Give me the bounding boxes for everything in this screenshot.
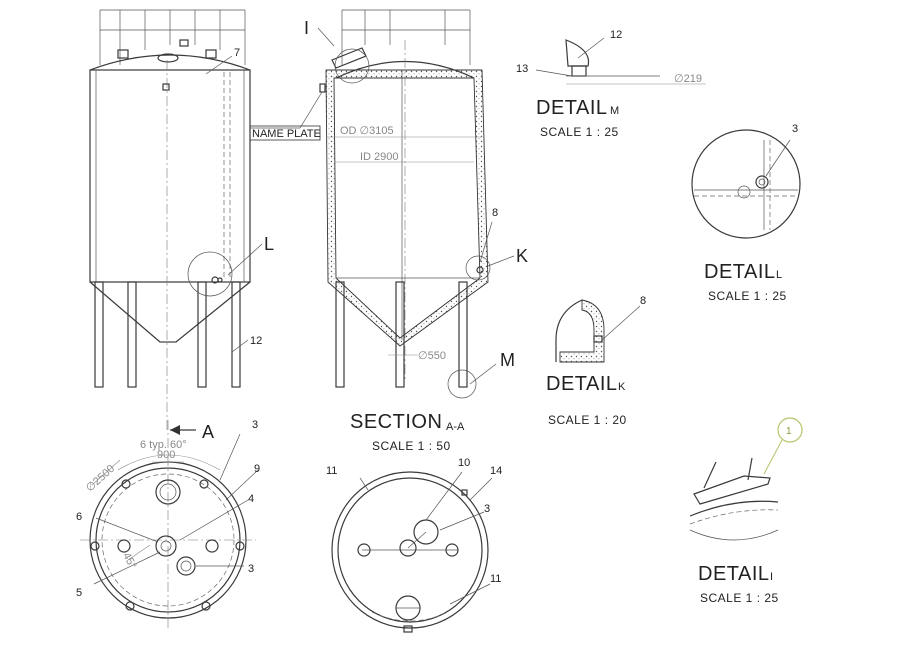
- text-layer: SECTION A-A SCALE 1 : 50 A DETAIL M SCAL…: [76, 18, 798, 605]
- detail-m-title: DETAIL: [536, 97, 608, 119]
- section-view: [250, 9, 491, 399]
- detail-i-marker: [334, 48, 370, 84]
- callout-12-front: 12: [250, 335, 262, 347]
- platform-railing: [99, 9, 246, 65]
- top-view: [80, 420, 256, 630]
- callout-m: M: [500, 350, 515, 370]
- detail-k-scale: SCALE 1 : 20: [548, 413, 627, 427]
- detail-k-suffix: K: [618, 381, 626, 393]
- callout-12-m: 12: [610, 29, 622, 41]
- detail-i-scale: SCALE 1 : 25: [700, 591, 779, 605]
- callout-9-top: 9: [254, 463, 260, 475]
- dim-typ60: 6 typ. 60°: [140, 439, 187, 451]
- callout-11-a: 11: [326, 465, 337, 477]
- section-scale: SCALE 1 : 50: [372, 439, 451, 453]
- dim-a45: 45°: [120, 551, 138, 571]
- callout-8-k: 8: [640, 295, 646, 307]
- callout-3-l: 3: [792, 123, 798, 135]
- section-arrow-a: [170, 425, 196, 435]
- callout-5-top: 5: [76, 587, 82, 599]
- dim-d550: ∅550: [418, 350, 446, 362]
- support-legs: [94, 281, 241, 388]
- callout-13-m: 13: [516, 63, 528, 75]
- detail-k-title: DETAIL: [546, 373, 618, 395]
- detail-k-marker: [465, 255, 491, 281]
- detail-l-suffix: L: [776, 269, 782, 281]
- dim-d219: ∅219: [674, 73, 702, 85]
- balloon-1-label: 1: [786, 426, 792, 437]
- callout-3-top-b: 3: [248, 563, 254, 575]
- bottom-view: [331, 471, 489, 633]
- detail-l-scale: SCALE 1 : 25: [708, 289, 787, 303]
- dim-d2500: ∅2500: [84, 463, 117, 495]
- callout-k: K: [516, 246, 528, 266]
- dim-od: OD ∅3105: [340, 125, 394, 137]
- name-plate-label: NAME PLATE: [252, 128, 321, 140]
- detail-k: [555, 299, 641, 363]
- callout-4-top: 4: [248, 493, 254, 505]
- section-arrow-label: A: [202, 422, 214, 442]
- detail-m-marker: [447, 369, 477, 399]
- detail-l-title: DETAIL: [704, 261, 776, 283]
- section-suffix: A-A: [446, 421, 465, 433]
- callout-10: 10: [458, 457, 470, 469]
- detail-l-marker: [187, 251, 233, 297]
- callout-7: 7: [234, 47, 240, 59]
- detail-i-suffix: I: [770, 571, 773, 583]
- detail-i: [689, 417, 803, 541]
- detail-m-scale: SCALE 1 : 25: [540, 125, 619, 139]
- detail-m-suffix: M: [610, 105, 619, 117]
- callout-14: 14: [490, 465, 502, 477]
- section-railing: [341, 9, 471, 65]
- callout-6-top: 6: [76, 511, 82, 523]
- callout-i: I: [304, 18, 309, 38]
- detail-m: [535, 37, 706, 85]
- detail-l: [691, 129, 801, 239]
- callout-11-b: 11: [490, 573, 501, 585]
- detail-i-title: DETAIL: [698, 563, 770, 585]
- callout-3-bottom: 3: [484, 503, 490, 515]
- callout-3-top-a: 3: [252, 419, 258, 431]
- dim-w900: 900: [157, 449, 175, 461]
- front-view: [89, 9, 251, 430]
- balloon-1: [777, 417, 803, 443]
- dim-id: ID 2900: [360, 151, 399, 163]
- callout-l: L: [264, 234, 274, 254]
- section-title: SECTION: [350, 411, 442, 433]
- callout-8-section: 8: [492, 207, 498, 219]
